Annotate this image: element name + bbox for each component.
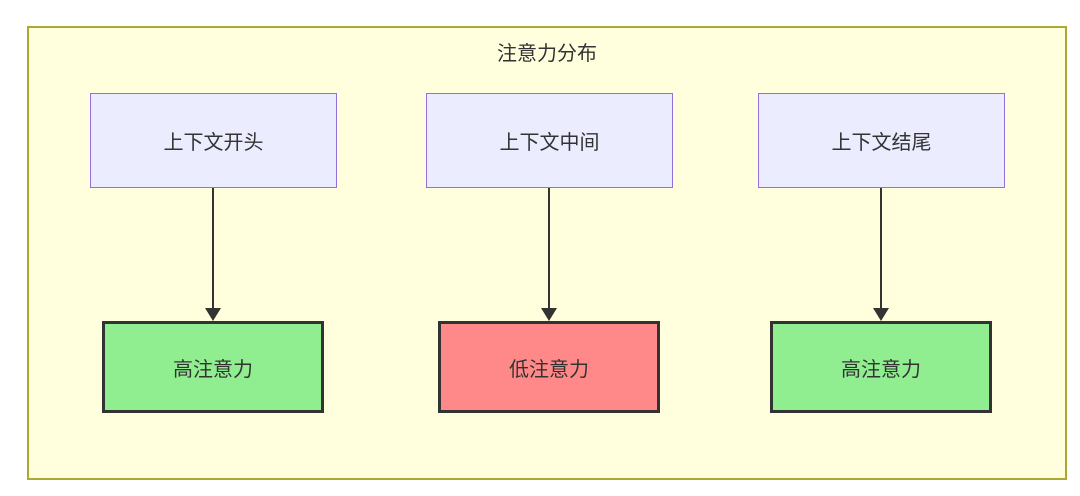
target-node-high-attention-2: 高注意力 (770, 321, 992, 413)
arrow-line (212, 188, 214, 309)
arrowhead-down-icon (205, 308, 221, 321)
target-node-high-attention-2-label: 高注意力 (841, 358, 921, 381)
source-node-context-start: 上下文开头 (90, 93, 337, 188)
source-node-context-end: 上下文结尾 (758, 93, 1005, 188)
source-node-context-end-label: 上下文结尾 (831, 132, 932, 154)
arrow-line (880, 188, 882, 309)
target-node-high-attention-1-label: 高注意力 (173, 358, 253, 381)
arrow-context-start-to-high (205, 188, 221, 321)
target-node-low-attention: 低注意力 (438, 321, 660, 413)
arrow-line (548, 188, 550, 309)
arrowhead-down-icon (541, 308, 557, 321)
source-node-context-middle-label: 上下文中间 (499, 132, 600, 154)
arrow-context-middle-to-low (541, 188, 557, 321)
arrow-context-end-to-high (873, 188, 889, 321)
source-node-context-start-label: 上下文开头 (163, 132, 264, 154)
target-node-high-attention-1: 高注意力 (102, 321, 324, 413)
diagram-title: 注意力分布 (497, 43, 597, 65)
arrowhead-down-icon (873, 308, 889, 321)
target-node-low-attention-label: 低注意力 (509, 358, 589, 381)
source-node-context-middle: 上下文中间 (426, 93, 673, 188)
